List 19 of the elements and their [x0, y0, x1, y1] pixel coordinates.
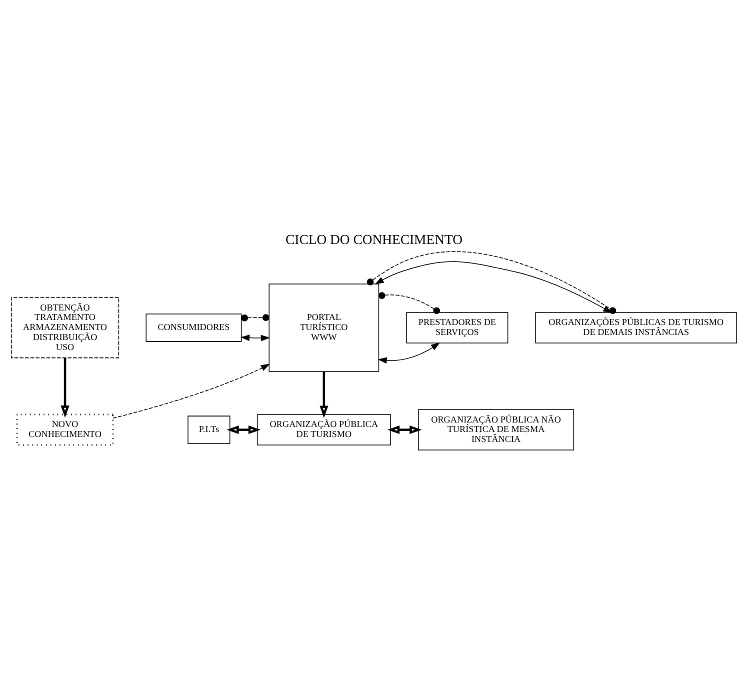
arrow: [378, 342, 440, 364]
node-box: PORTAL TURÍSTICO WWW: [268, 283, 380, 372]
node-box: P.I.Ts: [188, 415, 230, 444]
node-box: PRESTADORES DE SERVIÇOS: [406, 312, 508, 343]
connector: [241, 314, 270, 321]
node-box: CONSUMIDORES: [146, 313, 242, 342]
arrow: [320, 371, 328, 418]
node-box: ORGANIZAÇÕES PÚBLICAS DE TURISMO DE DEMAIS INSTÂNCIAS: [535, 312, 738, 343]
connector: [378, 292, 440, 314]
node-box: NOVO CONHECIMENTO: [16, 413, 114, 446]
node-box: ORGANIZAÇÃO PÚBLICA NÃO TURÍSTICA DE MESMA INSTÂNCIA: [418, 408, 574, 450]
node-box: OBTENÇÃO TRATAMENTO ARMAZENAMENTO DISTRIBUIÇÃO USO: [10, 296, 120, 358]
arrow: [387, 425, 422, 434]
diagram-title: CICLO DO CONHECIMENTO: [286, 232, 462, 247]
arrow: [60, 357, 70, 418]
arrow: [240, 334, 270, 341]
node-box: ORGANIZAÇÃO PÚBLICA DE TURISMO: [256, 414, 391, 445]
arrow: [226, 425, 261, 434]
arrow: [112, 363, 270, 418]
